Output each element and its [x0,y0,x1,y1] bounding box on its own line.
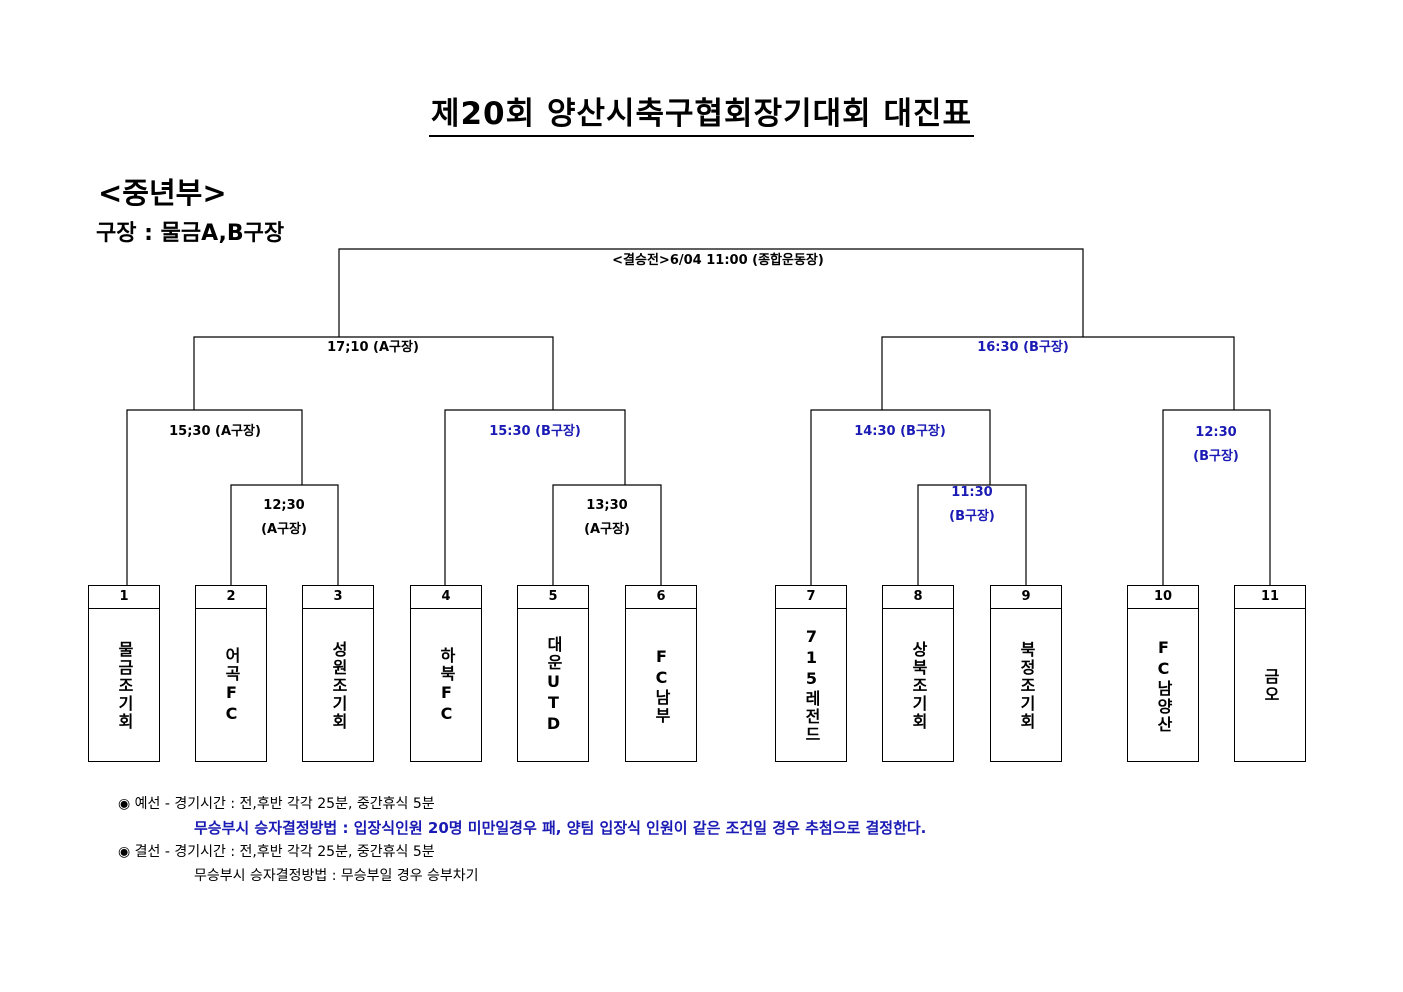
team-name: 대운UTD [544,636,563,735]
team-box-3: 3 성원조기회 [302,585,374,762]
final-match-label: <결승전>6/04 11:00 (종합운동장) [612,253,824,268]
team-box-7: 7 715레전드 [775,585,847,762]
division-label: <중년부> [98,176,227,210]
venue-label: 구장 : 물금A,B구장 [96,221,285,246]
team-name: 하북FC [437,646,456,725]
bracket-line-r3 [917,484,1027,585]
r2-venue-label: (A구장) [584,522,630,537]
q2-label: 15:30 (B구장) [489,424,581,439]
team-name: 북정조기회 [1017,640,1036,731]
prelim-note: ◉ 예선 - 경기시간 : 전,후반 각각 25분, 중간휴식 5분 [118,796,435,812]
q1-label: 15;30 (A구장) [169,424,261,439]
bracket-line-q4 [1162,409,1271,585]
team-box-5: 5 대운UTD [517,585,589,762]
team-name: FC남부 [652,646,671,725]
r1-venue-label: (A구장) [261,522,307,537]
r1-time-label: 12;30 [263,498,305,513]
team-number: 7 [776,586,846,609]
semi-right-label: 16:30 (B구장) [977,340,1069,355]
team-number: 3 [303,586,373,609]
bracket-line-q1 [126,409,303,585]
semi-left-label: 17;10 (A구장) [327,340,419,355]
bracket-line-q2 [444,409,626,585]
r3-venue-label: (B구장) [949,509,995,524]
page-title: 제20회 양산시축구협회장기대회 대진표 [428,88,975,137]
r3-time-label: 11:30 [951,485,993,500]
q4-time-label: 12:30 [1195,425,1237,440]
bracket-line-r2 [552,484,662,585]
team-box-10: 10 FC남양산 [1127,585,1199,762]
team-number: 9 [991,586,1061,609]
team-name: 715레전드 [802,627,821,744]
team-box-8: 8 상북조기회 [882,585,954,762]
team-number: 4 [411,586,481,609]
team-name: 금오 [1261,667,1280,704]
bracket-line-semi-right [881,336,1235,410]
bracket-line-final [338,248,1084,337]
q3-label: 14:30 (B구장) [854,424,946,439]
team-number: 1 [89,586,159,609]
team-name: FC남양산 [1154,637,1173,734]
prelim-tie-note: 무승부시 승자결정방법 : 입장식인원 20명 미만일경우 패, 양팀 입장식 … [194,819,927,837]
r2-time-label: 13;30 [586,498,628,513]
team-number: 5 [518,586,588,609]
team-box-6: 6 FC남부 [625,585,697,762]
team-number: 10 [1128,586,1198,609]
team-box-4: 4 하북FC [410,585,482,762]
page-title-wrap: 제20회 양산시축구협회장기대회 대진표 [0,88,1403,137]
team-number: 8 [883,586,953,609]
team-name: 물금조기회 [115,640,134,731]
rules-notes: ◉ 예선 - 경기시간 : 전,후반 각각 25분, 중간휴식 5분 무승부시 … [118,792,926,888]
final-note: ◉ 결선 - 경기시간 : 전,후반 각각 25분, 중간휴식 5분 [118,844,435,860]
team-name: 어곡FC [222,646,241,725]
team-number: 6 [626,586,696,609]
team-name: 상북조기회 [909,640,928,731]
bracket-line-semi-left [193,336,554,410]
bracket-line-q3 [810,409,991,585]
team-number: 11 [1235,586,1305,609]
q4-venue-label: (B구장) [1193,449,1239,464]
team-number: 2 [196,586,266,609]
team-box-9: 9 북정조기회 [990,585,1062,762]
final-tie-note: 무승부시 승자결정방법 : 무승부일 경우 승부차기 [194,868,479,884]
team-name: 성원조기회 [329,640,348,731]
bracket-line-r1 [230,484,339,585]
team-box-11: 11 금오 [1234,585,1306,762]
team-box-2: 2 어곡FC [195,585,267,762]
team-box-1: 1 물금조기회 [88,585,160,762]
